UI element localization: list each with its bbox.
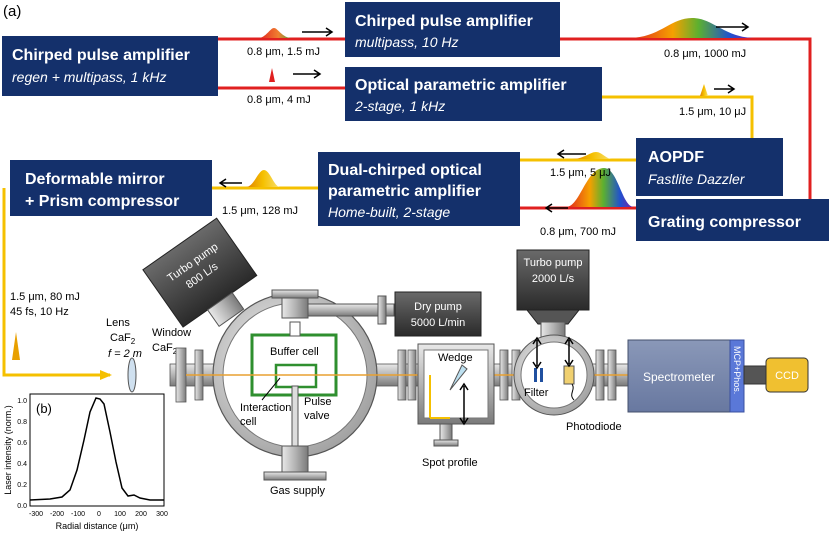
box-cpa-regen: Chirped pulse amplifier regen + multipas… (2, 36, 218, 96)
opa-subtitle: 2-stage, 1 kHz (354, 98, 445, 114)
spot-profile-label: Spot profile (422, 457, 478, 469)
turbo-2000-label-2: 2000 L/s (532, 273, 575, 285)
photodiode-label: Photodiode (566, 421, 622, 433)
inset-ylabel: Laser intensity (norm.) (3, 405, 13, 495)
buffer-cell-label: Buffer cell (270, 346, 319, 358)
spot-profile-camera (433, 439, 459, 447)
gas-supply-label: Gas supply (270, 485, 326, 497)
wedge-label: Wedge (438, 352, 473, 364)
cpa-regen-subtitle: regen + multipass, 1 kHz (12, 69, 166, 85)
label-aopdf-out: 1.5 μm, 5 μJ (550, 167, 611, 179)
box-grating: Grating compressor (636, 199, 829, 241)
pulse-valve (291, 385, 299, 447)
interaction-label-2: cell (240, 416, 257, 428)
turbo-2000-label-1: Turbo pump (524, 257, 583, 269)
dry-pump (394, 291, 482, 337)
beam-lines (2, 37, 812, 377)
ccd-label: CCD (775, 370, 799, 382)
box-aopdf: AOPDF Fastlite Dazzler (636, 138, 783, 196)
turbo-pump-800: Turbo pump 800 L/s (142, 217, 258, 328)
box-dcopa: Dual-chirped optical parametric amplifie… (318, 152, 520, 226)
grating-title: Grating compressor (648, 214, 801, 231)
chamber-bottom-port (281, 445, 309, 475)
box-cpa-multipass: Chirped pulse amplifier multipass, 10 Hz (345, 2, 560, 57)
inset-ytick-0: 0.0 (17, 503, 27, 510)
inset-xlabel: Radial distance (μm) (56, 521, 139, 531)
spectrometer (627, 339, 731, 413)
inset-xtick-2: -100 (71, 511, 85, 518)
dry-pump-pipe (307, 303, 395, 317)
label-grating-out: 0.8 μm, 700 mJ (540, 226, 616, 238)
window-label-1: Window (152, 327, 191, 339)
aopdf-title: AOPDF (648, 149, 704, 166)
dry-pump-label-1: Dry pump (414, 301, 462, 313)
filter-label: Filter (524, 387, 549, 399)
lens-label-3: f = 2 m (108, 348, 142, 360)
interaction-label-1: Interaction (240, 402, 291, 414)
lens-icon (127, 357, 137, 393)
beam-arrowhead (100, 370, 112, 380)
inset-ytick-2: 0.4 (17, 461, 27, 468)
deformable-title-1: Deformable mirror (25, 171, 165, 188)
inset-xtick-4: 100 (114, 511, 126, 518)
opa-title: Optical parametric amplifier (355, 77, 567, 94)
inset-xtick-6: 300 (156, 511, 168, 518)
label-cpa1-out: 0.8 μm, 1.5 mJ (247, 46, 320, 58)
inset-ytick-5: 1.0 (17, 398, 27, 405)
inset-ytick-3: 0.6 (17, 440, 27, 447)
inset-ytick-4: 0.8 (17, 419, 27, 426)
label-final-2: 45 fs, 10 Hz (10, 306, 69, 318)
inset-xtick-3: 0 (97, 511, 101, 518)
cpa-multipass-subtitle: multipass, 10 Hz (355, 34, 458, 50)
wedge-optic (449, 364, 468, 391)
box-opa: Optical parametric amplifier 2-stage, 1 … (345, 67, 602, 121)
dcopa-title-2: parametric amplifier (328, 183, 481, 200)
panel-b-label: (b) (36, 401, 52, 416)
box-deformable: Deformable mirror + Prism compressor (10, 160, 212, 216)
inset-plot: (b) 0.0 0.2 0.4 0.6 0.8 1.0 -300 -200 -1… (3, 393, 168, 531)
pulse-label-1: Pulse (304, 396, 332, 408)
beam-labels: 0.8 μm, 1.5 mJ 0.8 μm, 4 mJ 0.8 μm, 1000… (10, 46, 746, 318)
label-cpa1-to-opa: 0.8 μm, 4 mJ (247, 94, 311, 106)
photodiode-optic (563, 365, 575, 385)
deformable-title-2: + Prism compressor (25, 193, 179, 210)
panel-a-label: (a) (3, 3, 21, 20)
dcopa-subtitle: Home-built, 2-stage (328, 204, 450, 220)
cpa-regen-title: Chirped pulse amplifier (12, 47, 190, 64)
dry-pump-label-2: 5000 L/min (411, 317, 465, 329)
label-final-1: 1.5 μm, 80 mJ (10, 291, 80, 303)
turbo-pump-2000: Turbo pump 2000 L/s (516, 249, 590, 339)
inset-xtick-5: 200 (135, 511, 147, 518)
lens-label-2: CaF2 (110, 332, 136, 346)
label-opa-out: 1.5 μm, 10 μJ (679, 106, 746, 118)
chamber-top-port (281, 295, 309, 319)
arrow-icons (218, 22, 750, 213)
mcp-label: MCP+Phos. (732, 346, 742, 394)
cpa-multipass-title: Chirped pulse amplifier (355, 13, 533, 30)
label-dcopa-out: 1.5 μm, 128 mJ (222, 205, 298, 217)
filter-optic (534, 368, 537, 382)
inset-xtick-0: -300 (29, 511, 43, 518)
inset-xtick-1: -200 (50, 511, 64, 518)
window-label-2: CaF2 (152, 342, 178, 356)
spectrometer-label: Spectrometer (643, 370, 715, 384)
dcopa-title-1: Dual-chirped optical (328, 162, 482, 179)
pulse-label-2: valve (304, 410, 330, 422)
ccd-camera (765, 357, 809, 393)
pulse-icons (12, 18, 756, 360)
label-cpa2-out: 0.8 μm, 1000 mJ (664, 48, 746, 60)
aopdf-subtitle: Fastlite Dazzler (648, 171, 746, 187)
inset-ytick-1: 0.2 (17, 482, 27, 489)
inset-curve (29, 397, 164, 501)
lens-label-1: Lens (106, 317, 130, 329)
